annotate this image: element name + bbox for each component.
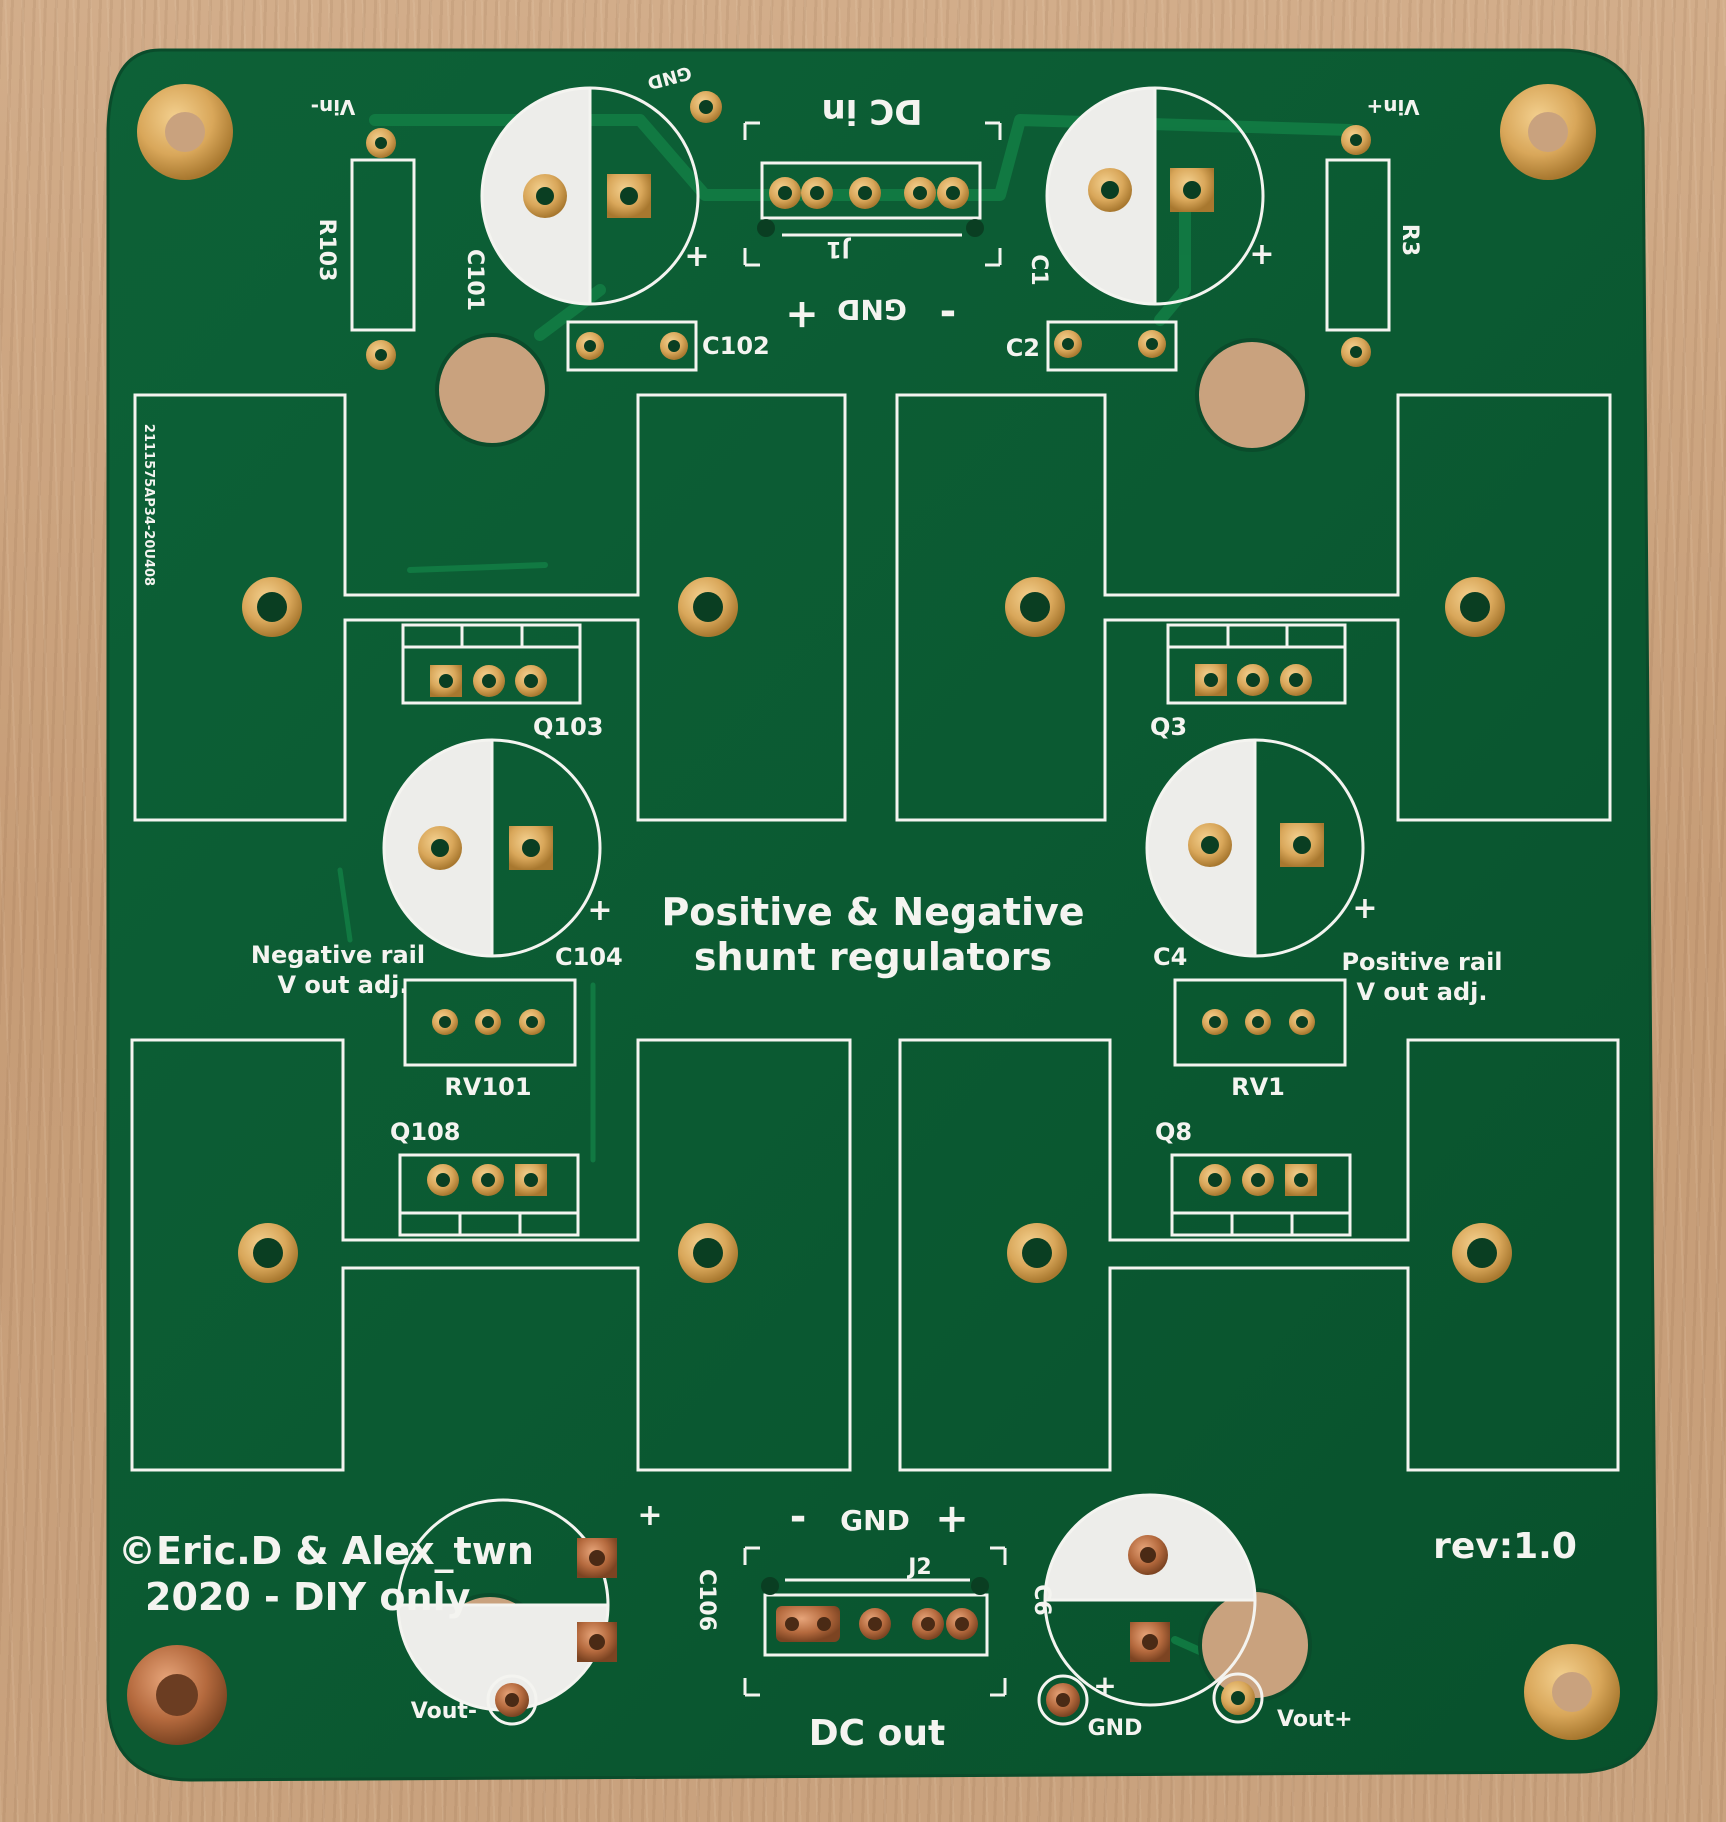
label-q8: Q8 [1155, 1118, 1192, 1146]
label-c101: C101 [462, 249, 487, 311]
corner-mount-hole [1524, 1644, 1620, 1740]
label-c2: C2 [1006, 334, 1040, 362]
gnd-out-pad [1037, 1674, 1089, 1726]
label-pos-adj-line2: V out adj. [1356, 978, 1487, 1006]
vout-minus-pad [486, 1674, 538, 1726]
heatsink-mount-hole [1005, 577, 1065, 637]
label-vout-plus: Vout+ [1277, 1707, 1353, 1732]
label-r103: R103 [314, 219, 339, 282]
heatsink-mount-hole [678, 577, 738, 637]
label-revision: rev:1.0 [1433, 1526, 1577, 1567]
capacitor-c104 [382, 738, 602, 958]
board-cutout-hole [435, 333, 549, 447]
label-q103: Q103 [533, 713, 604, 741]
heatsink-mount-hole [1007, 1223, 1067, 1283]
copyright-line1: ©Eric.D & Alex_twn [118, 1529, 534, 1573]
capacitor-c6 [1043, 1493, 1257, 1707]
pcb-board [106, 48, 1658, 1782]
label-vin-plus: Vin+ [1367, 95, 1420, 119]
capacitor-c106 [396, 1498, 617, 1712]
transistor-q108 [398, 1153, 580, 1237]
resistor-r3 [1325, 125, 1391, 367]
resistor-r103 [350, 128, 416, 370]
label-rv101: RV101 [444, 1073, 531, 1101]
board-title-line1: Positive & Negative [661, 890, 1084, 934]
label-dc-out: DC out [809, 1713, 945, 1754]
label-j2: J2 [906, 1555, 932, 1580]
heatsink-mount-hole [678, 1223, 738, 1283]
corner-mount-hole [127, 1645, 227, 1745]
trimmer-rv101 [403, 978, 577, 1067]
label-q108: Q108 [390, 1118, 461, 1146]
label-c1-plus: + [1249, 237, 1274, 272]
label-neg-adj-line1: Negative rail [251, 941, 425, 969]
label-c1: C1 [1026, 254, 1051, 285]
label-pos-adj-line1: Positive rail [1341, 948, 1502, 976]
label-c6: C6 [1029, 1584, 1054, 1615]
label-c106: C106 [694, 1569, 719, 1631]
label-j2-plus: + [935, 1496, 969, 1542]
connector-j1 [690, 91, 1002, 267]
capacitor-c101 [480, 86, 700, 306]
transistor-q8 [1170, 1153, 1352, 1237]
corner-mount-hole [137, 84, 233, 180]
capacitor-c1 [1045, 86, 1265, 306]
label-j2-minus: - [790, 1494, 807, 1540]
label-c106-plus: + [637, 1498, 662, 1533]
label-vin-minus: Vin- [311, 95, 356, 119]
label-dc-in: DC in [822, 91, 923, 131]
label-vout-minus: Vout- [411, 1699, 477, 1724]
label-rv1: RV1 [1231, 1073, 1285, 1101]
label-c4-plus: + [1352, 891, 1377, 926]
label-c104-plus: + [587, 893, 612, 928]
capacitor-c4 [1145, 738, 1365, 958]
corner-mount-hole [1500, 84, 1596, 180]
copyright-line2: 2020 - DIY only [145, 1575, 471, 1619]
trimmer-rv1 [1173, 978, 1347, 1067]
label-j1: J1 [826, 236, 852, 261]
label-c104: C104 [555, 943, 623, 971]
label-r3: R3 [1397, 224, 1422, 256]
vout-plus-pad [1212, 1672, 1264, 1724]
label-c6-plus: + [1093, 1669, 1116, 1702]
heatsink-mount-hole [1445, 577, 1505, 637]
label-q3: Q3 [1150, 713, 1187, 741]
label-c102: C102 [702, 332, 770, 360]
board-title-line2: shunt regulators [694, 935, 1052, 979]
transistor-q3 [1166, 623, 1347, 705]
heatsink-outlines [130, 393, 1620, 1472]
label-j1-gnd: GND [837, 293, 907, 326]
transistor-q103 [401, 623, 582, 705]
label-gnd-out: GND [1088, 1716, 1143, 1741]
heatsink-mount-hole [238, 1223, 298, 1283]
label-j1-minus: - [940, 292, 957, 338]
heatsink-mount-hole [1452, 1223, 1512, 1283]
board-cutout-hole [1195, 338, 1309, 452]
label-c4: C4 [1153, 943, 1187, 971]
capacitor-c2 [1046, 320, 1178, 372]
label-order-code: 2111575AP34-20U408 [141, 424, 156, 586]
label-neg-adj-line2: V out adj. [277, 971, 408, 999]
label-j2-gnd: GND [840, 1504, 910, 1537]
label-j1-plus: + [785, 292, 819, 338]
capacitor-c102 [566, 320, 698, 372]
label-c101-plus: + [684, 239, 709, 274]
heatsink-mount-hole [242, 577, 302, 637]
connector-j2 [743, 1546, 1007, 1697]
